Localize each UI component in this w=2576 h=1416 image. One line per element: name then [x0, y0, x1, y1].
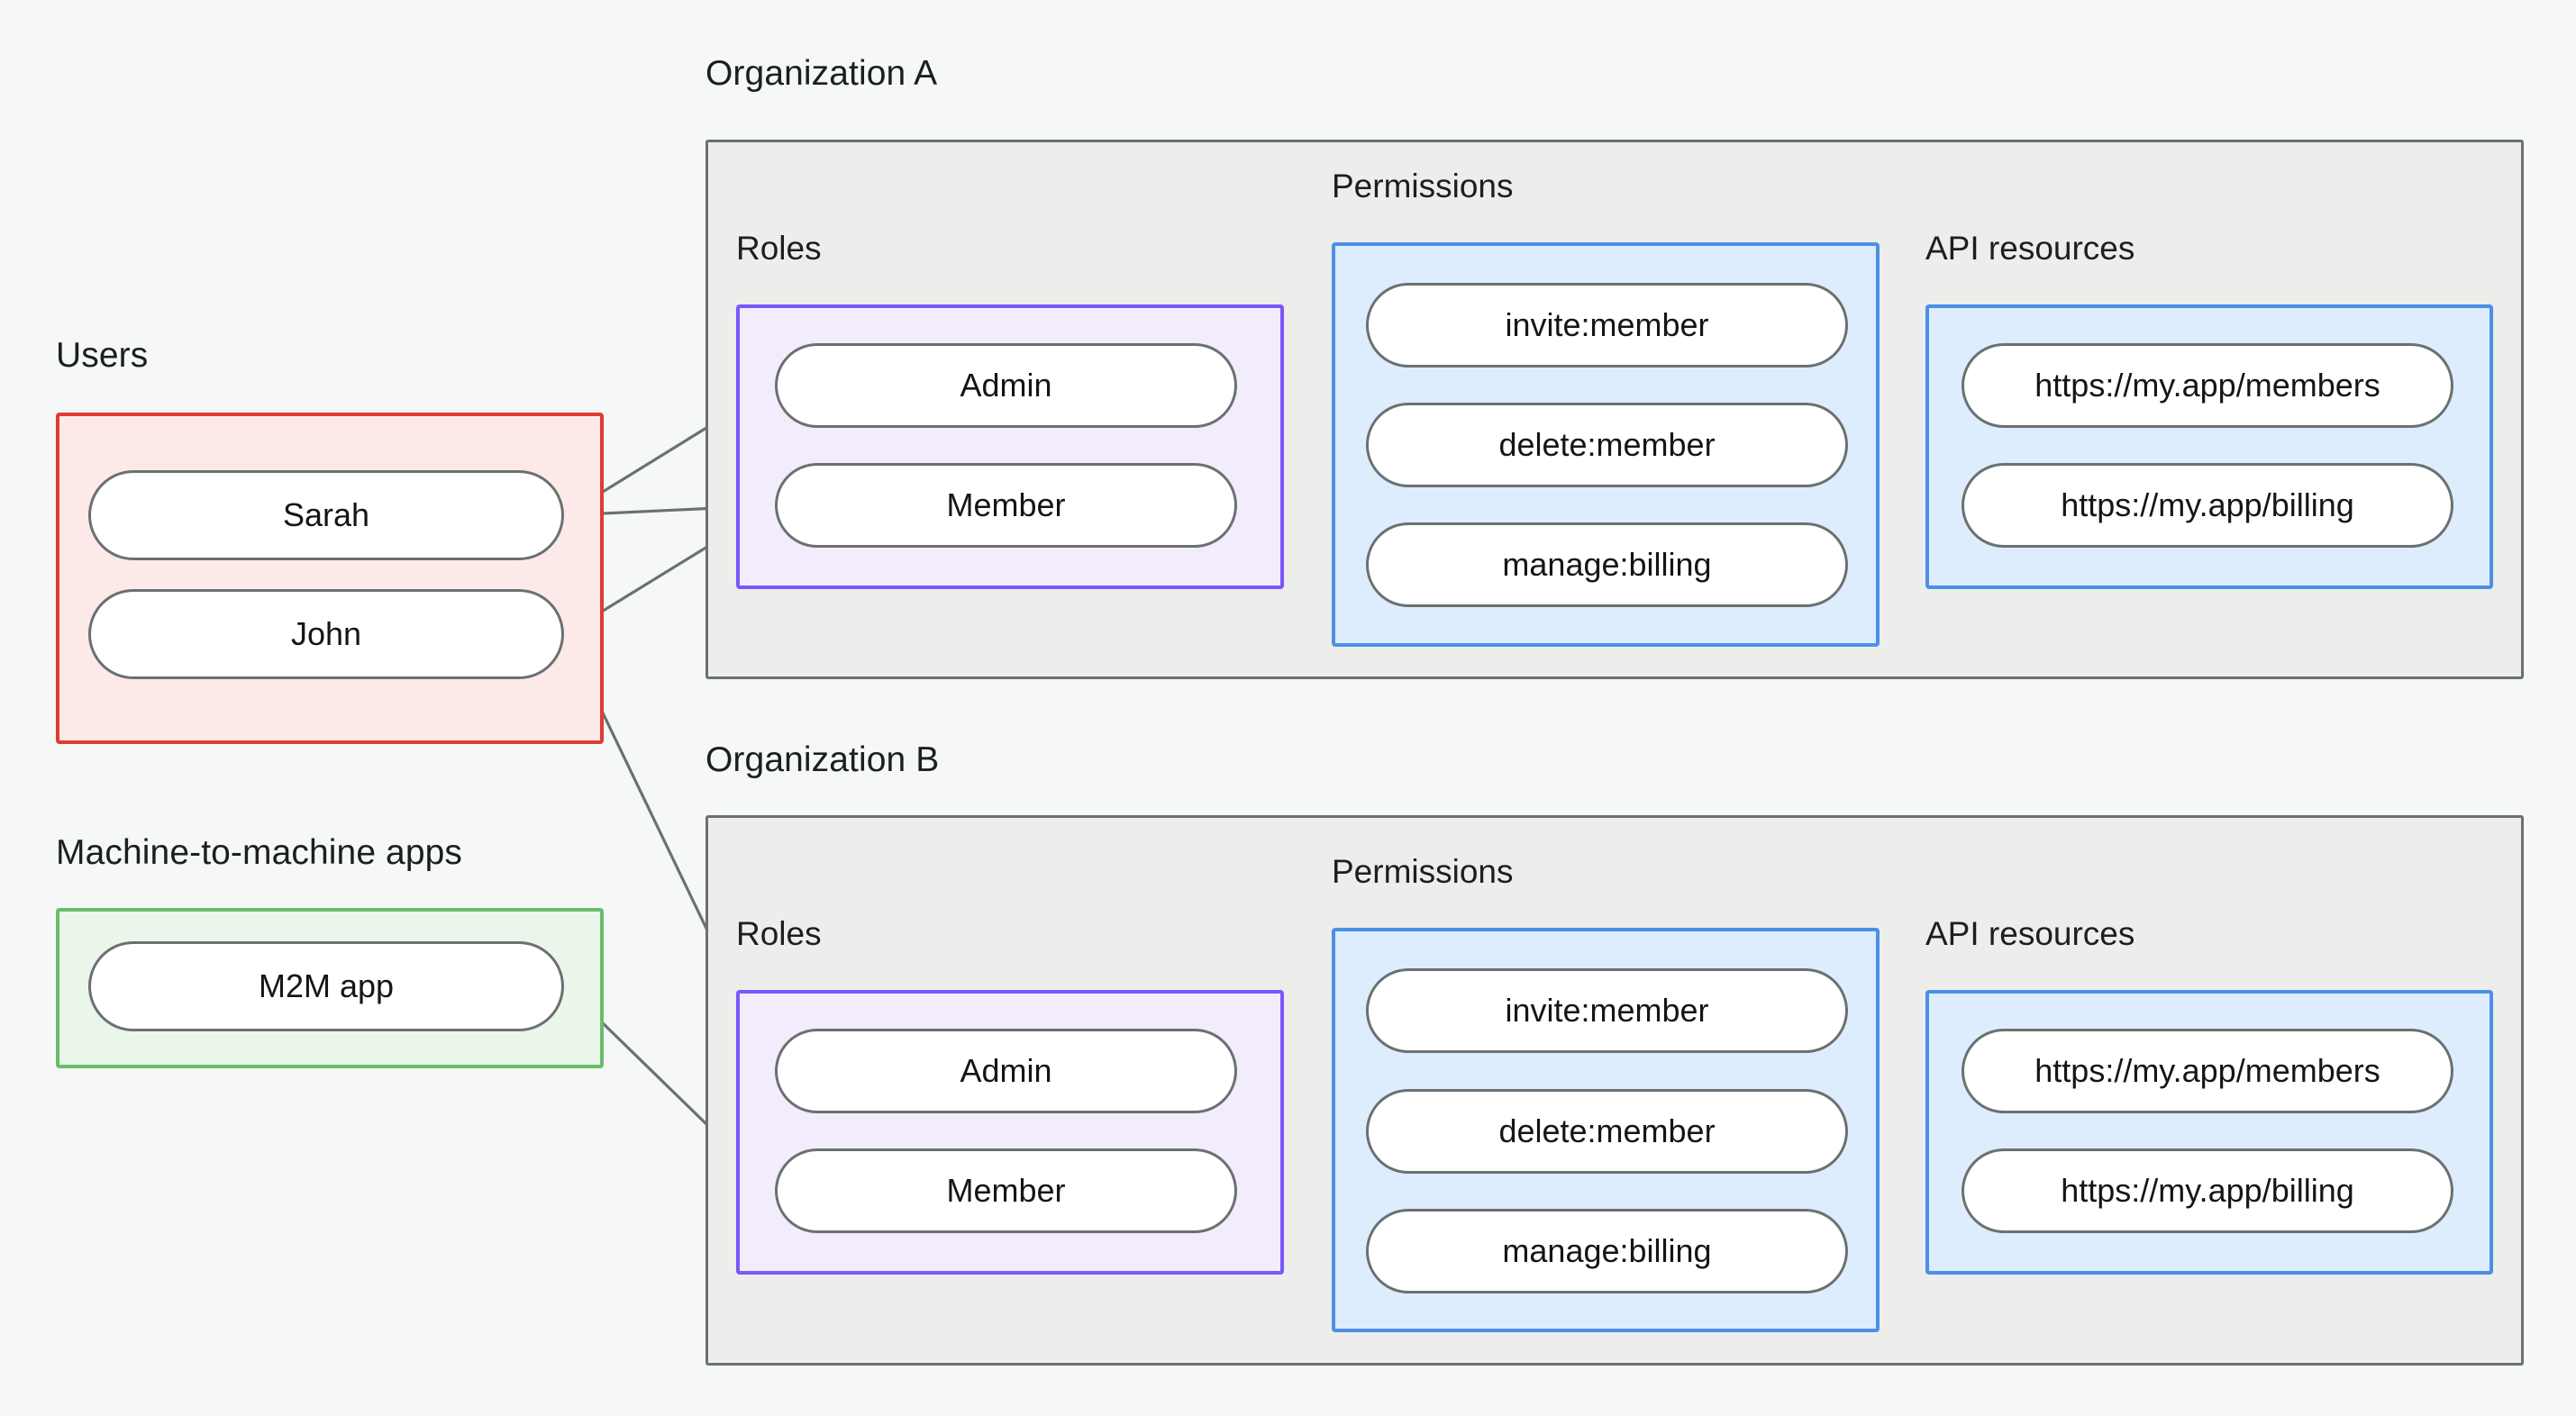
role-node-org-b-admin[interactable]: Admin [775, 1029, 1237, 1113]
org-b-api-resources-label: API resources [1925, 915, 2135, 952]
org-b-roles-label: Roles [736, 915, 822, 952]
m2m-node-app[interactable]: M2M app [88, 941, 564, 1031]
role-node-org-b-member[interactable]: Member [775, 1148, 1237, 1233]
user-node-sarah[interactable]: Sarah [88, 470, 564, 560]
org-a-permissions-label: Permissions [1332, 168, 1514, 204]
m2m-group-label: Machine-to-machine apps [56, 833, 463, 872]
org-b-label: Organization B [705, 740, 940, 779]
user-node-john[interactable]: John [88, 589, 564, 679]
permission-node-org-b-billing[interactable]: manage:billing [1366, 1209, 1848, 1293]
permission-node-org-b-invite[interactable]: invite:member [1366, 968, 1848, 1053]
org-a-label: Organization A [705, 54, 938, 93]
resource-node-org-b-billing[interactable]: https://my.app/billing [1962, 1148, 2453, 1233]
resource-node-org-a-billing[interactable]: https://my.app/billing [1962, 463, 2453, 548]
role-node-org-a-admin[interactable]: Admin [775, 343, 1237, 428]
resource-node-org-a-members[interactable]: https://my.app/members [1962, 343, 2453, 428]
permission-node-org-b-delete[interactable]: delete:member [1366, 1089, 1848, 1174]
users-box [56, 413, 604, 744]
resource-node-org-b-members[interactable]: https://my.app/members [1962, 1029, 2453, 1113]
role-node-org-a-member[interactable]: Member [775, 463, 1237, 548]
permission-node-org-a-billing[interactable]: manage:billing [1366, 522, 1848, 607]
permission-node-org-a-delete[interactable]: delete:member [1366, 403, 1848, 487]
org-b-permissions-label: Permissions [1332, 853, 1514, 890]
org-a-roles-label: Roles [736, 230, 822, 267]
org-a-api-resources-label: API resources [1925, 230, 2135, 267]
users-group-label: Users [56, 336, 149, 375]
permission-node-org-a-invite[interactable]: invite:member [1366, 283, 1848, 368]
